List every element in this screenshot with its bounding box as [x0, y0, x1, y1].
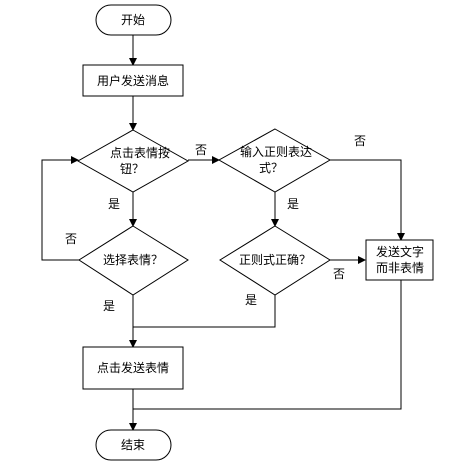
choose-emoji-yes-label: 是	[103, 299, 115, 313]
receive-message-node	[82, 64, 184, 97]
regex-valid-label: 正则式正确？	[239, 253, 311, 267]
end-node	[95, 429, 172, 461]
send-emoji-label: 点击发送表情	[97, 360, 169, 375]
click-emoji-decision	[76, 129, 190, 193]
send-text-label-1: 发送文字	[376, 244, 424, 259]
click-emoji-label-2: 钮？	[120, 161, 144, 176]
start-node	[95, 4, 172, 36]
choose-emoji-no-label: 否	[65, 232, 77, 246]
click-emoji-label-1: 点击表情按	[110, 146, 170, 160]
edge-sendtext-merge	[133, 280, 402, 410]
click-emoji-no-label: 否	[195, 143, 207, 157]
regex-input-label-2: 式？	[259, 161, 283, 175]
regex-input-label-1: 输入正则表达	[240, 144, 312, 159]
send-text-node	[365, 239, 434, 281]
send-text-label-2: 而非表情	[376, 261, 424, 275]
regex-valid-no-label: 否	[333, 267, 345, 281]
edge-regex-sendtext	[330, 159, 405, 241]
edge-valid-merge	[133, 295, 276, 328]
regex-input-no-label: 否	[354, 134, 366, 148]
choose-emoji-label: 选择表情？	[103, 253, 163, 267]
edge-choose-loop	[41, 156, 79, 261]
choose-emoji-decision	[78, 225, 189, 296]
regex-input-decision	[217, 128, 332, 193]
regex-valid-decision	[219, 225, 331, 296]
regex-input-yes-label: 是	[287, 197, 299, 211]
start-label: 开始	[121, 13, 145, 27]
end-label: 结束	[121, 438, 145, 452]
send-emoji-node	[82, 346, 184, 390]
receive-message-label: 用户发送消息	[97, 73, 169, 88]
regex-valid-yes-label: 是	[245, 293, 257, 307]
click-emoji-yes-label: 是	[108, 197, 120, 211]
